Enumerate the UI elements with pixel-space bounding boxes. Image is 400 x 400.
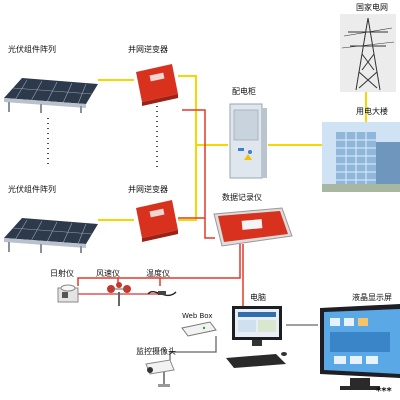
label-office-building: 用电大楼 [356, 107, 388, 116]
label-inverter-top: 并网逆变器 [128, 45, 168, 54]
label-surveillance-camera: 监控摄像头 [136, 347, 176, 356]
transmission-tower [340, 14, 396, 92]
pv-array-top [0, 64, 100, 114]
data-line-sensors [77, 244, 241, 286]
label-computer: 电脑 [250, 293, 266, 302]
office-building [322, 122, 400, 192]
label-data-logger: 数据记录仪 [222, 193, 262, 202]
irradiance-meter [54, 282, 82, 304]
label-irradiance-meter: 日射仪 [50, 269, 74, 278]
watermark-text: *** [376, 386, 392, 397]
label-anemometer: 风速仪 [96, 269, 120, 278]
continuation-dots [47, 106, 158, 170]
label-lcd-display: 液晶显示屏 [352, 293, 392, 302]
label-web-box: Web Box [182, 312, 213, 320]
computer [224, 304, 290, 370]
surveillance-camera [140, 358, 178, 388]
lcd-display [320, 304, 400, 394]
distribution-cabinet [228, 102, 268, 180]
label-distribution-cabinet: 配电柜 [232, 87, 256, 96]
label-pv-array-bottom: 光伏组件阵列 [8, 185, 56, 194]
data-line-inverter-top [182, 109, 215, 239]
label-state-grid: 国家电网 [356, 3, 388, 12]
data-logger [212, 206, 296, 248]
anemometer [106, 282, 132, 308]
data-lines [77, 109, 244, 306]
inverter-top [132, 60, 182, 106]
label-thermometer: 温度仪 [146, 269, 170, 278]
cable-camera [169, 336, 217, 362]
label-pv-array-top: 光伏组件阵列 [8, 45, 56, 54]
web-box [180, 320, 218, 338]
pv-array-bottom [0, 204, 100, 254]
power-lines [98, 75, 367, 221]
power-line-inverters [178, 75, 197, 221]
inverter-bottom [132, 196, 182, 242]
thermometer [146, 284, 178, 302]
label-inverter-bottom: 并网逆变器 [128, 185, 168, 194]
